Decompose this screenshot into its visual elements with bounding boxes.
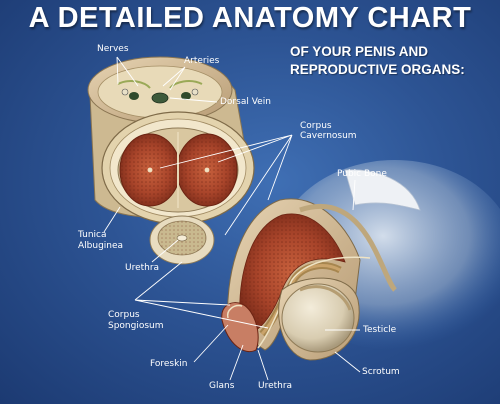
leader-dorsal-vein [169, 97, 218, 103]
label-corpus-spongiosum-line1: Corpus [108, 310, 140, 320]
label-nerves: Nerves [97, 44, 129, 54]
leader-corpus-spongiosum [134, 261, 269, 329]
leader-arteries [162, 66, 186, 91]
label-pubic-bone: Pubic Bone [337, 169, 387, 179]
leader-urethra-cross [151, 239, 179, 263]
label-testicle: Testicle [363, 325, 397, 335]
label-scrotum: Scrotum [362, 367, 400, 377]
leader-tunica [103, 206, 121, 233]
label-urethra-side-view: Urethra [258, 381, 293, 391]
leader-scrotum [334, 351, 361, 373]
leader-glans [229, 344, 244, 381]
page-title: A DETAILED ANATOMY CHART [28, 2, 472, 34]
label-tunica-albuginea-line2: Albuginea [78, 241, 124, 251]
leader-urethra-side [257, 349, 269, 381]
label-glans: Glans [209, 381, 235, 391]
leader-nerves [116, 56, 139, 87]
label-corpus-cavernosum-line2: Cavernosum [300, 131, 357, 141]
side-view-illustration [221, 160, 500, 361]
label-dorsal-vein: Dorsal Vein [220, 97, 271, 107]
leader-corpus-cavernosum [159, 134, 293, 236]
label-corpus-cavernosum-line1: Corpus [300, 121, 332, 131]
label-tunica-albuginea-line1: Tunica [78, 230, 107, 240]
label-urethra-cross-section: Urethra [125, 263, 160, 273]
label-arteries: Arteries [184, 56, 220, 66]
label-corpus-spongiosum-line2: Spongiosum [108, 321, 164, 331]
leader-pubic-bone [352, 179, 356, 211]
leader-lines [103, 56, 361, 381]
label-foreskin: Foreskin [150, 359, 188, 369]
subtitle-line-1: OF YOUR PENIS AND [290, 44, 429, 59]
cross-section-illustration [87, 56, 255, 265]
subtitle-line-2: REPRODUCTIVE ORGANS: [290, 62, 465, 77]
leader-foreskin [193, 324, 229, 363]
